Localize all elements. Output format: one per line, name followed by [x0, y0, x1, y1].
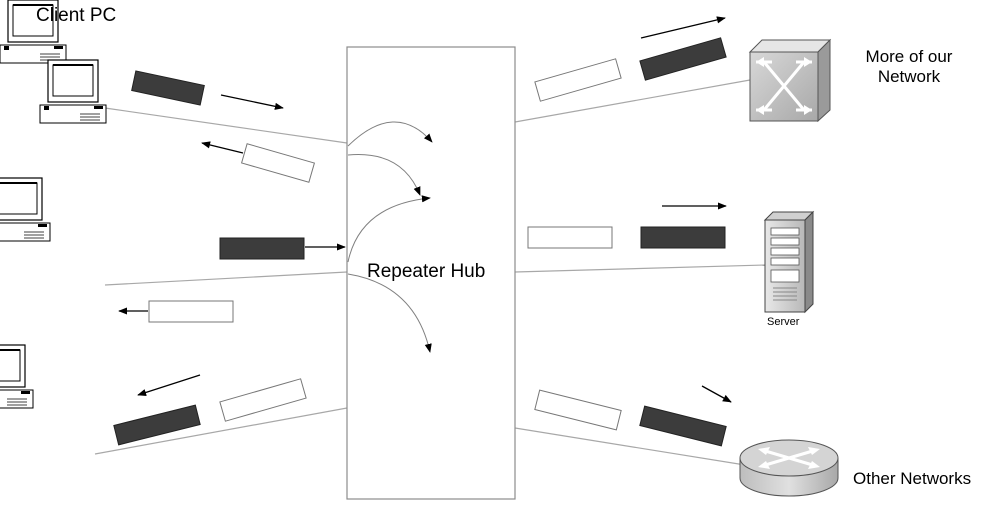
packet-light [148, 300, 234, 323]
arrow-right [220, 94, 284, 110]
network-label-line1: More of our [865, 47, 953, 66]
switch-icon [748, 38, 832, 123]
link-pc3-hub [94, 407, 348, 455]
link-hub-server [514, 264, 766, 273]
packets [113, 37, 727, 447]
repeater-hub-box [346, 46, 516, 500]
network-label: More of our Network [850, 47, 968, 86]
link-hub-switch [514, 79, 751, 123]
hub-curve-arrow-1 [347, 121, 433, 147]
packet-light [219, 378, 307, 422]
link-hub-router [514, 427, 746, 466]
packet-light [527, 226, 613, 249]
hub-curve-arrow-4 [347, 273, 432, 353]
arrow-left [137, 374, 201, 396]
packet-light [534, 389, 622, 431]
packet-dark [639, 405, 727, 447]
packet-light [534, 58, 622, 102]
packet-dark [113, 404, 201, 446]
hub-curve-arrow-3 [347, 195, 431, 263]
packet-dark [131, 70, 205, 106]
arrow-right [640, 16, 726, 39]
client-pc-label: Client PC [36, 5, 117, 26]
packet-dark [219, 237, 305, 260]
other-networks-label: Other Networks [853, 469, 972, 488]
packet-dark [640, 226, 726, 249]
arrow-right [701, 385, 732, 403]
network-label-line2: Network [877, 66, 941, 86]
server-icon [763, 210, 815, 314]
arrow-left [201, 141, 244, 154]
computer-icon [0, 0, 67, 64]
repeater-hub-label: Repeater Hub [367, 261, 486, 282]
packet-dark [639, 37, 727, 81]
server-label: Server [767, 316, 800, 328]
hub-curve-arrow-2 [347, 154, 421, 196]
link-pc1-hub [104, 107, 348, 144]
link-pc2-hub [104, 271, 348, 286]
packet-light [240, 143, 316, 183]
router-icon [739, 439, 839, 497]
